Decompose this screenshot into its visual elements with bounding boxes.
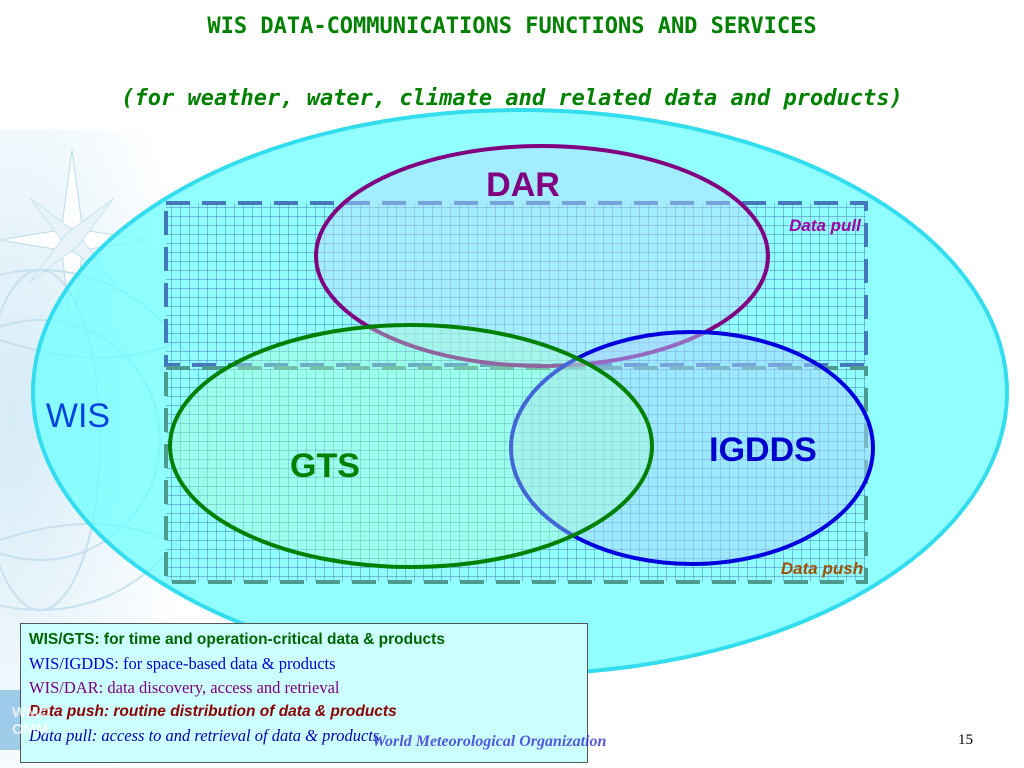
slide-title: WIS DATA-COMMUNICATIONS FUNCTIONS AND SE…	[207, 14, 817, 39]
data-push-label: Data push	[781, 559, 863, 578]
wmo-logo-line-2: OMM	[12, 721, 49, 738]
wmo-logo: WMO OMM	[12, 704, 50, 738]
legend-item-data-pull: Data pull: access to and retrieval of da…	[29, 726, 380, 745]
dar-ellipse	[314, 144, 770, 368]
legend-item-gts: WIS/GTS: for time and operation-critical…	[29, 631, 445, 648]
igdds-ellipse	[509, 330, 875, 566]
legend-box: WIS/GTS: for time and operation-critical…	[20, 623, 588, 763]
gts-ellipse	[168, 323, 654, 569]
dar-label: DAR	[486, 166, 560, 204]
gts-label: GTS	[290, 447, 360, 485]
footer-organization: World Meteorological Organization	[372, 733, 607, 750]
igdds-label: IGDDS	[709, 431, 817, 469]
wmo-logo-line-1: WMO	[12, 704, 51, 721]
page-number: 15	[958, 732, 973, 748]
legend-item-data-push: Data push: routine distribution of data …	[29, 703, 397, 720]
slide-subtitle: (for weather, water, climate and related…	[121, 86, 903, 111]
wis-label: WIS	[46, 397, 110, 435]
data-pull-label: Data pull	[789, 216, 862, 235]
legend-item-dar: WIS/DAR: data discovery, access and retr…	[29, 678, 340, 697]
legend-item-igdds: WIS/IGDDS: for space-based data & produc…	[29, 654, 336, 673]
